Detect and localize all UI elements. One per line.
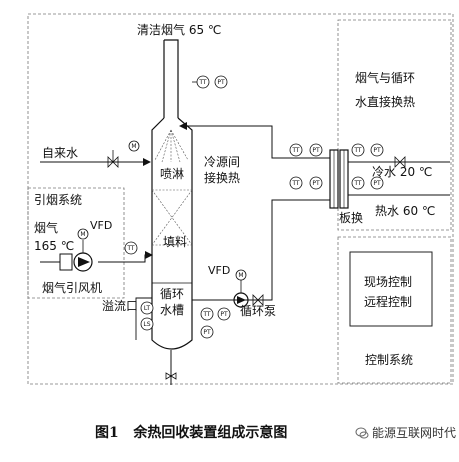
cold-indirect-label-1: 冷源间 <box>204 155 241 169</box>
hot-water-label: 热水 60 ℃ <box>375 204 436 218</box>
wechat-icon <box>355 427 369 438</box>
svg-text:PT: PT <box>373 147 381 154</box>
watermark-text: 能源互联网时代 <box>372 426 457 440</box>
direct-exchange-box <box>337 19 452 231</box>
control-label-1: 现场控制 <box>364 275 413 289</box>
packing-label: 填料 <box>163 235 188 249</box>
svg-text:PT: PT <box>217 79 225 86</box>
spray-label: 喷淋 <box>160 167 185 181</box>
plate-exchanger-icon <box>329 149 349 209</box>
fan-icon <box>59 240 93 272</box>
control-panel <box>349 251 433 327</box>
figure-title: 余热回收装置组成示意图 <box>133 425 288 441</box>
instruments <box>77 75 384 339</box>
circulation-pump-icon <box>233 280 264 308</box>
svg-text:LT: LT <box>144 305 151 312</box>
circ-tank-label-2: 水槽 <box>160 303 185 317</box>
figure-caption: 图1 余热回收装置组成示意图 <box>95 422 287 442</box>
figure-number: 图1 <box>95 425 119 441</box>
overflow-label: 溢流口 <box>102 299 139 313</box>
svg-text:TT: TT <box>126 245 135 252</box>
plate-exchanger-label: 板换 <box>339 211 364 225</box>
direct-exchange-label-2: 水直接换热 <box>355 95 416 109</box>
control-label-2: 远程控制 <box>364 295 413 309</box>
control-system-label: 控制系统 <box>365 353 414 367</box>
svg-text:PT: PT <box>203 329 211 336</box>
tap-water-label: 自来水 <box>42 146 79 160</box>
watermark: 能源互联网时代 <box>355 424 456 441</box>
flue-temp-label: 165 ℃ <box>34 239 75 253</box>
overflow-line <box>135 297 152 340</box>
instrument-tags: TT PT M TT PT TT PT TT PT TT PT TT M M T… <box>80 79 381 336</box>
flue-inlet-line <box>40 255 152 262</box>
vfd-pump-label: VFD <box>208 264 231 277</box>
chimney <box>163 39 179 118</box>
svg-text:TT: TT <box>353 147 362 154</box>
spray-nozzles <box>154 129 189 163</box>
svg-text:TT: TT <box>353 180 362 187</box>
svg-text:PT: PT <box>312 180 320 187</box>
svg-text:M: M <box>238 272 243 279</box>
cold-indirect-label-2: 接换热 <box>204 171 241 185</box>
svg-text:M: M <box>131 143 136 150</box>
fan-label: 烟气引风机 <box>42 281 103 295</box>
flue-gas-label: 烟气 <box>34 221 59 235</box>
svg-text:LS: LS <box>143 321 150 328</box>
svg-text:PT: PT <box>220 311 228 318</box>
flue-system-label: 引烟系统 <box>34 193 83 207</box>
svg-text:TT: TT <box>202 311 211 318</box>
clean-flue-label: 清洁烟气 65 ℃ <box>137 23 222 37</box>
svg-text:TT: TT <box>291 180 300 187</box>
packing-layer <box>151 189 193 246</box>
flue-system-box <box>27 187 125 299</box>
svg-text:PT: PT <box>373 180 381 187</box>
svg-text:PT: PT <box>312 147 320 154</box>
circ-pump-label: 循环泵 <box>240 304 277 318</box>
system-boundary <box>27 13 454 385</box>
svg-text:M: M <box>80 231 85 238</box>
svg-text:TT: TT <box>291 147 300 154</box>
tower-body <box>151 117 193 350</box>
return-line <box>179 122 330 159</box>
svg-text:TT: TT <box>198 79 207 86</box>
cold-water-label: 冷水 20 ℃ <box>372 165 433 179</box>
direct-exchange-label-1: 烟气与循环 <box>355 71 416 85</box>
circ-tank-label-1: 循环 <box>160 287 185 301</box>
supply-line <box>192 199 330 301</box>
vfd-fan-label: VFD <box>90 219 113 232</box>
control-system-box <box>337 236 452 384</box>
